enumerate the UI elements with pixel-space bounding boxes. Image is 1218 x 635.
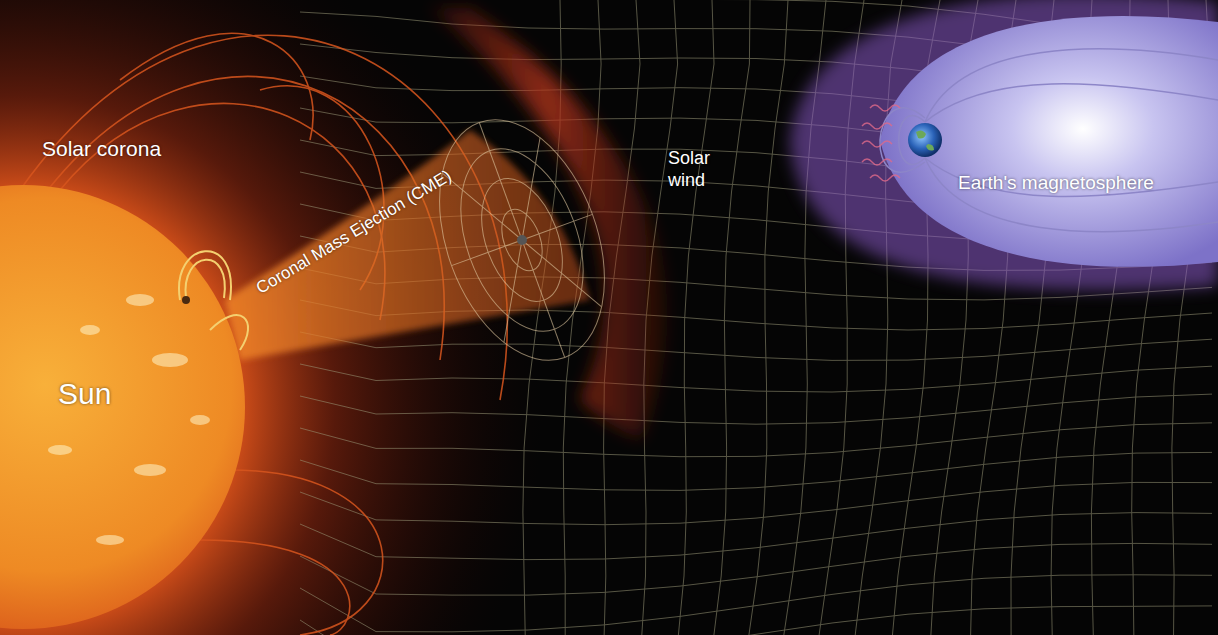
grid-line [300, 394, 1212, 424]
grid-line [713, 0, 750, 635]
grid-line [300, 482, 1212, 524]
grid-line [300, 364, 1212, 392]
grid-line [300, 423, 1212, 457]
magnetosphere-field-lines [880, 49, 1218, 232]
cme-flux-rope-mesh [409, 97, 635, 383]
grid-line [300, 332, 1212, 360]
solar-wind-label: Solar wind [668, 148, 728, 191]
corona-label: Solar corona [42, 137, 161, 161]
magnetosphere-label: Earth's magnetosphere [958, 172, 1154, 194]
grid-line [678, 0, 714, 635]
sun-faculae [48, 294, 210, 545]
grid-line [300, 513, 1212, 560]
coronal-loops [179, 251, 248, 350]
cme-core [517, 235, 527, 245]
sun-disk [0, 185, 245, 629]
earth [908, 123, 942, 157]
grid-line [748, 0, 788, 635]
sunspot [182, 296, 190, 304]
bow-shock-waves [862, 105, 900, 181]
grid-line [300, 606, 1212, 635]
magnetosphere-shape [880, 16, 1218, 267]
earth-land [916, 130, 934, 150]
magnetosheath-glow [790, 0, 1218, 290]
sun-label: Sun [58, 377, 111, 411]
